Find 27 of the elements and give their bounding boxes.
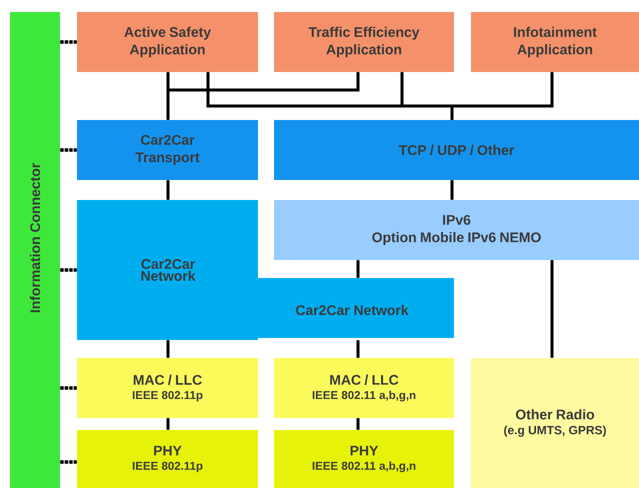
- dotted-connector: [60, 148, 77, 152]
- protocol-box: IPv6 Option Mobile IPv6 NEMO: [274, 200, 639, 260]
- protocol-box: PHY IEEE 802.11 a,b,g,n: [274, 430, 454, 488]
- protocol-box: TCP / UDP / Other: [274, 120, 639, 180]
- connector-line: [356, 418, 360, 430]
- protocol-box: MAC / LLC IEEE 802.11p: [77, 358, 258, 418]
- connector-line: [166, 418, 170, 430]
- connector-line: [450, 72, 554, 120]
- connector-line: [166, 72, 360, 120]
- application-box: Traffic Efficiency Application: [274, 12, 454, 72]
- connector-line: [550, 260, 554, 358]
- radio-box: Other Radio (e.g UMTS, GPRS): [471, 358, 639, 488]
- connector-line: [356, 340, 360, 358]
- connector-line: [166, 180, 170, 200]
- application-box: Active Safety Application: [77, 12, 258, 72]
- dotted-connector: [60, 460, 77, 464]
- dotted-connector: [60, 386, 77, 390]
- connector-line: [356, 260, 360, 278]
- protocol-box: MAC / LLC IEEE 802.11 a,b,g,n: [274, 358, 454, 418]
- protocol-box: PHY IEEE 802.11p: [77, 430, 258, 488]
- connector-line: [166, 340, 170, 358]
- connector-line: [450, 180, 454, 200]
- dotted-connector: [60, 40, 77, 44]
- dotted-connector: [60, 268, 77, 272]
- protocol-box: Car2Car Transport: [77, 120, 258, 180]
- connector-bar: Information Connector: [10, 12, 60, 488]
- application-box: Infotainment Application: [471, 12, 639, 72]
